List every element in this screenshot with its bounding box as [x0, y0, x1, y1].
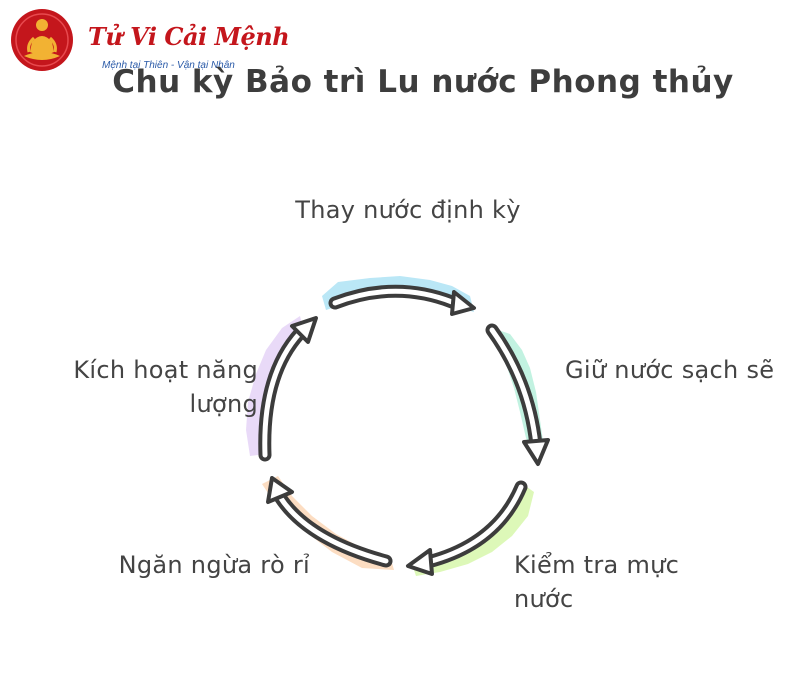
logo-name: Tử Vi Cải Mệnh [88, 22, 290, 51]
site-logo[interactable]: Tử Vi Cải Mệnh Mệnh tại Thiên - Vận tại … [10, 8, 290, 72]
arrow-left [258, 316, 318, 462]
arrow-top [328, 284, 476, 316]
step-label-check-water-level: Kiểm tra mực nước [514, 551, 680, 613]
accent-patch-bottom-left [262, 476, 394, 570]
arrow-bottom-right [406, 480, 528, 576]
arrow-bottom-left [266, 476, 393, 568]
step-label-keep-water-clean: Giữ nước sạch sẽ [565, 356, 775, 384]
logo-tagline: Mệnh tại Thiên - Vận tại Nhân [102, 60, 235, 71]
step-label-activate-energy: Kích hoạt năng lượng [73, 356, 258, 418]
step-label-prevent-leaks: Ngăn ngừa rò rỉ [118, 551, 310, 579]
meditation-logo-icon [11, 9, 73, 71]
diagram-title: Chu kỳ Bảo trì Lu nước Phong thủy [112, 64, 734, 100]
step-label-replace-water: Thay nước định kỳ [295, 196, 521, 224]
arrow-right [485, 323, 550, 466]
